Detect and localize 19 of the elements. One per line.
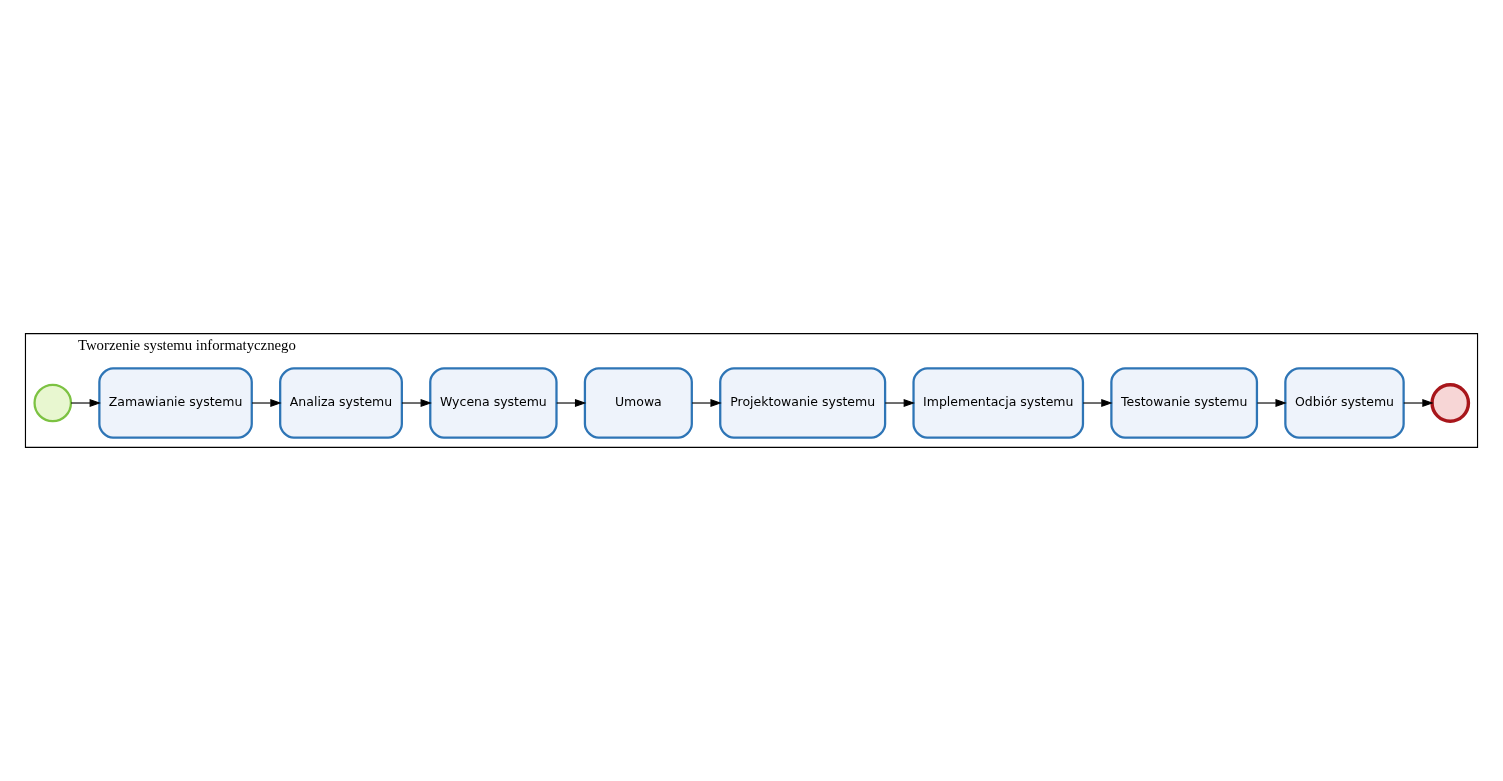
node-box: Testowanie systemu <box>1110 367 1259 439</box>
node-box: Wycena systemu <box>429 367 558 439</box>
node-box: Odbiór systemu <box>1284 367 1405 439</box>
arrow <box>1082 399 1113 407</box>
arrow <box>556 399 587 407</box>
node-box: Zamawianie systemu <box>98 367 253 439</box>
node-box: Implementacja systemu <box>912 367 1085 439</box>
node-circle <box>1430 383 1471 423</box>
node-box: Projektowanie systemu <box>719 367 887 439</box>
arrow <box>70 399 101 407</box>
arrow <box>1256 399 1287 407</box>
node-box: Umowa <box>583 367 693 439</box>
node-circle <box>33 383 73 423</box>
arrow <box>884 399 916 407</box>
arrow <box>1403 399 1434 407</box>
node-box: Analiza systemu <box>279 367 403 439</box>
arrow <box>691 399 722 407</box>
arrow <box>251 399 282 407</box>
arrow <box>401 399 432 407</box>
